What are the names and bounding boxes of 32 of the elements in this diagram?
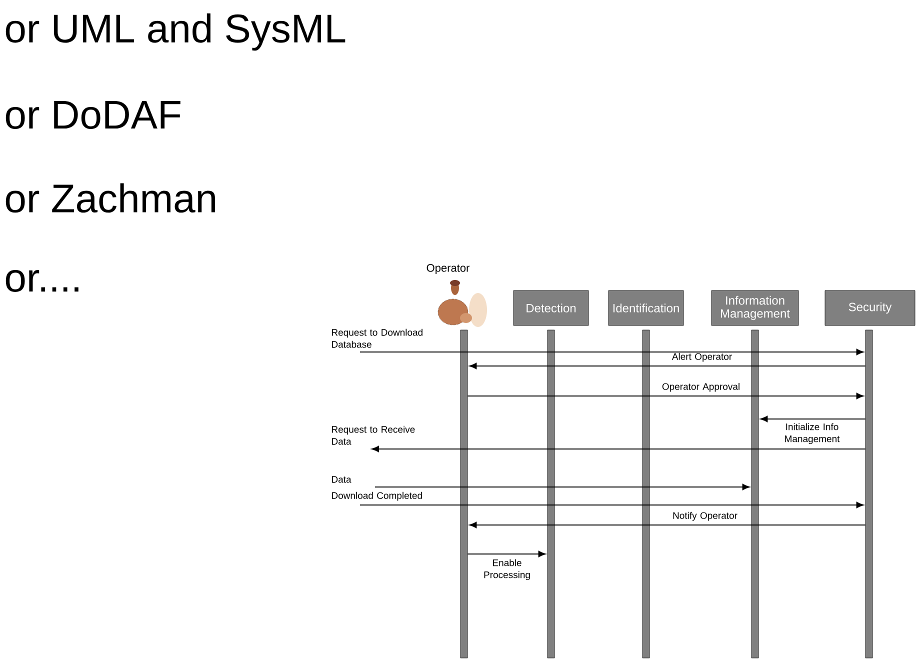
message-arrow xyxy=(469,522,866,528)
message-label: Alert Operator xyxy=(672,352,732,362)
message-arrow xyxy=(468,392,864,400)
message-label: Request to Receive Data xyxy=(332,426,415,445)
lifeline-bar xyxy=(642,330,650,658)
message-arrow xyxy=(372,446,866,452)
lifeline-bar xyxy=(460,330,468,658)
message-arrow xyxy=(360,502,864,508)
actor-label: Operator xyxy=(426,264,470,274)
message-label: Download Completed xyxy=(332,492,422,501)
message-arrow xyxy=(360,348,864,356)
lifeline-bar xyxy=(751,330,759,658)
message-label: Operator Approval xyxy=(662,382,740,392)
lifeline-bar xyxy=(547,330,555,658)
lifeline-header: Detection xyxy=(513,290,589,326)
message-arrow xyxy=(760,416,866,422)
lifeline-bar xyxy=(865,330,873,658)
heading-text: or DoDAF xyxy=(6,101,180,129)
heading-text: or Zachman xyxy=(6,183,215,213)
message-label: Enable Processing xyxy=(484,559,530,580)
heading-text: or UML and SysML xyxy=(6,13,346,51)
message-label: Data xyxy=(332,476,352,483)
lifeline-header: Identification xyxy=(608,290,684,326)
message-label: Notify Operator xyxy=(673,512,738,521)
message-label: Initialize Info Management xyxy=(785,423,840,444)
heading-text: or.... xyxy=(6,270,78,292)
message-arrow xyxy=(375,484,750,490)
lifeline-header: Security xyxy=(824,290,916,326)
message-arrow xyxy=(468,550,546,558)
lifeline-header: Information Management xyxy=(711,290,799,326)
message-arrow xyxy=(469,362,866,370)
message-label: Request to Download Database xyxy=(332,328,422,348)
